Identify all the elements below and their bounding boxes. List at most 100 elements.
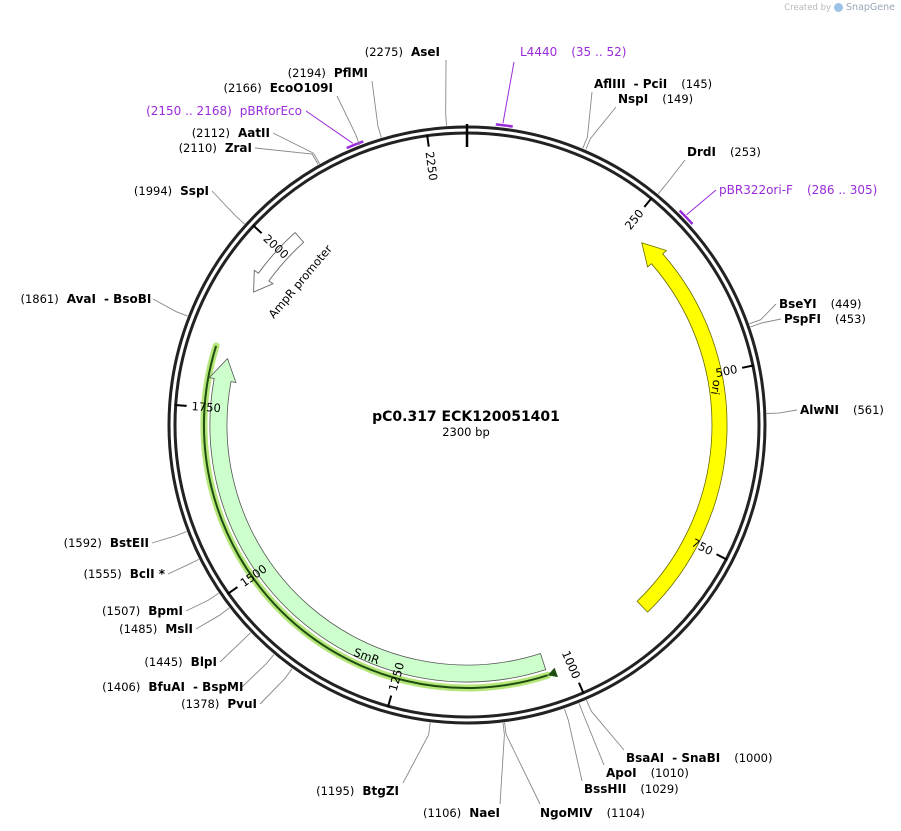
cut-site-position: (2110) <box>179 141 217 155</box>
cut-site-pvui[interactable]: (1378)PvuI <box>181 668 293 711</box>
cut-site-enzyme: AlwNI <box>800 403 839 417</box>
plasmid-name: pC0.317 ECK120051401 <box>372 409 560 425</box>
cut-site-msli[interactable]: (1485)MslI <box>119 607 230 636</box>
cut-site-label: (1378)PvuI <box>181 697 257 711</box>
cut-site-bseyi[interactable]: BseYI(449) <box>749 297 862 325</box>
cut-site-aatii[interactable]: (2112)AatII <box>192 126 320 164</box>
cut-site-enzyme-alt: BsoBI <box>113 292 151 306</box>
cut-site-leader <box>750 318 782 328</box>
cut-site-naei[interactable]: (1106)NaeI <box>423 722 505 820</box>
cut-site-leader <box>254 147 319 165</box>
tick-mark-250 <box>643 197 653 208</box>
primer-label-pbrforeco[interactable]: (2150 .. 2168)pBRforEco <box>146 104 302 118</box>
cut-site-enzyme: NgoMIV <box>540 806 593 820</box>
cut-site-enzyme: AatII <box>238 126 270 140</box>
cut-site-position: (149) <box>662 92 693 106</box>
cut-site-pspfi[interactable]: PspFI (453) <box>750 312 866 328</box>
primer-leader-l4440 <box>502 61 515 124</box>
smr-track-arrowhead <box>547 667 558 678</box>
cut-site-enzyme: ApoI <box>606 766 637 780</box>
cut-site-enzyme-alt: PciI <box>643 77 668 91</box>
cut-site-enzyme: PspFI <box>784 312 821 326</box>
cut-site-leader <box>499 722 505 805</box>
cut-site-enzyme: BsaAI <box>626 751 664 765</box>
ori-feature-arrow[interactable] <box>636 242 728 613</box>
cut-site-label: BseYI(449) <box>779 297 862 311</box>
cut-site-leader <box>402 722 431 784</box>
tick-mark-1000 <box>578 682 585 695</box>
cut-site-bsteii[interactable]: (1592)BstEII <box>64 531 187 550</box>
primer-mark-pbr322ori-f[interactable] <box>678 209 694 225</box>
cut-site-asei[interactable]: (2275) AseI <box>365 45 447 126</box>
cut-site-avai[interactable]: (1861)AvaI- BsoBI <box>21 292 188 317</box>
cut-site-enzyme: BpmI <box>148 604 183 618</box>
cut-site-leader <box>371 80 382 138</box>
cut-site-extra-label: - BsoBI <box>104 292 151 306</box>
tick-mark-1500 <box>227 586 239 595</box>
cut-site-afliii[interactable]: AflIII- PciI(145) <box>582 77 712 149</box>
cut-site-zrai[interactable]: (2110)ZraI <box>179 141 319 165</box>
cut-site-label: (1106)NaeI <box>423 806 500 820</box>
cut-site-enzyme: BtgZI <box>362 784 399 798</box>
cut-site-bcli[interactable]: (1555)BclI * <box>83 558 199 581</box>
cut-site-enzyme: DrdI <box>687 145 716 159</box>
cut-site-enzyme: EcoO109I <box>270 81 333 95</box>
cut-site-nspi[interactable]: NspI (149) <box>585 92 693 150</box>
cut-site-label: (1485)MslI <box>119 622 193 636</box>
primer-label-l4440[interactable]: L4440(35 .. 52) <box>520 45 626 59</box>
cut-site-position: (1195) <box>316 784 354 798</box>
ampr-promoter-feature-arrow[interactable] <box>253 231 305 293</box>
cut-site-enzyme: NspI <box>618 92 648 106</box>
tick-label-750: 750 <box>689 536 715 559</box>
tick-mark-500 <box>741 364 755 369</box>
primer-range: (35 .. 52) <box>571 45 626 59</box>
smr-feature-arrow[interactable] <box>208 357 547 683</box>
snapgene-logo-icon <box>834 3 844 12</box>
cut-site-apoi[interactable]: ApoI(1010) <box>578 703 689 780</box>
cut-site-label: BsaAI- SnaBI(1000) <box>626 751 772 765</box>
cut-site-bfuai[interactable]: (1406)BfuAI- BspMI <box>102 654 275 694</box>
cut-site-pflmi[interactable]: (2194)PflMI <box>288 66 382 138</box>
cut-site-leader <box>241 654 275 688</box>
cut-site-enzyme: BstEII <box>110 536 149 550</box>
cut-site-enzyme: BlpI <box>191 655 217 669</box>
cut-site-position: (1406) <box>102 680 140 694</box>
tick-label-500: 500 <box>714 362 738 380</box>
cut-site-enzyme: BseYI <box>779 297 817 311</box>
cut-site-bpmi[interactable]: (1507)BpmI <box>102 592 219 618</box>
cut-site-sspi[interactable]: (1994)SspI <box>134 184 245 225</box>
primer-label-pbr322ori-f[interactable]: pBR322ori-F(286 .. 305) <box>719 183 877 197</box>
cut-site-label: PspFI (453) <box>784 312 866 326</box>
cut-site-ecoo109i[interactable]: (2166)EcoO109I <box>223 81 361 146</box>
tick-label-1750: 1750 <box>191 399 221 415</box>
cut-site-btgzi[interactable]: (1195) BtgZI <box>316 722 431 798</box>
cut-site-leader <box>445 59 447 126</box>
cut-site-enzyme: AseI <box>411 45 440 59</box>
cut-site-bsaai[interactable]: BsaAI- SnaBI(1000) <box>586 700 773 765</box>
cut-site-label: (1195) BtgZI <box>316 784 399 798</box>
cut-site-alwni[interactable]: AlwNI(561) <box>766 403 884 417</box>
cut-site-ngomiv[interactable]: NgoMIV(1104) <box>504 722 645 820</box>
cut-site-enzyme: PvuI <box>227 697 257 711</box>
plasmid-length: 2300 bp <box>442 425 490 439</box>
primers: L4440(35 .. 52) pBR322ori-F(286 .. 305) (2… <box>146 45 877 225</box>
cut-site-position: (453) <box>835 312 866 326</box>
cut-site-blpi[interactable]: (1445) BlpI <box>144 632 251 669</box>
cut-site-drdi[interactable]: DrdI(253) <box>657 145 761 195</box>
cut-site-separator: - <box>672 751 681 765</box>
cut-site-position: (1445) <box>144 655 182 669</box>
credit-brand: SnapGene <box>846 2 895 13</box>
cut-site-position: (2275) <box>365 45 403 59</box>
cut-site-enzyme-alt: SnaBI <box>681 751 720 765</box>
cut-site-leader <box>272 132 320 164</box>
primer-mark-pbrforeco[interactable] <box>346 140 364 150</box>
cut-site-label: (2110)ZraI <box>179 141 252 155</box>
cut-site-label: AlwNI(561) <box>800 403 884 417</box>
cut-site-leader <box>586 700 625 751</box>
cut-site-leader <box>259 668 293 705</box>
cut-site-bsshii[interactable]: BssHII(1029) <box>563 708 679 796</box>
primer-mark-l4440[interactable] <box>495 123 513 128</box>
cut-site-position: (1106) <box>423 806 461 820</box>
cut-site-enzyme: BfuAI <box>148 680 185 694</box>
backbone <box>167 124 767 725</box>
